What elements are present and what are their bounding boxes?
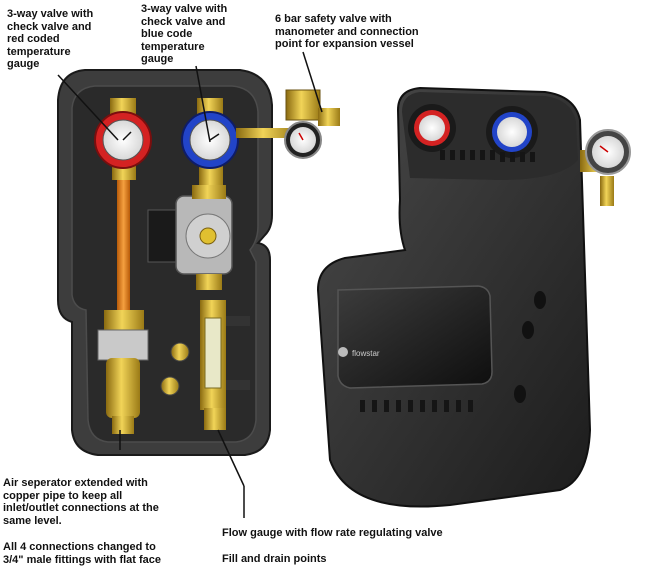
leader-red-valve xyxy=(57,74,119,141)
copper-pipe xyxy=(117,160,130,310)
display-window xyxy=(337,285,493,389)
vent-slots xyxy=(360,150,535,412)
label-safety-valve: 6 bar safety valve with manometer and co… xyxy=(275,13,419,50)
label-blue-valve: 3-way valve with check valve and blue co… xyxy=(141,3,228,65)
red-valve xyxy=(94,98,152,180)
leader-safety-valve xyxy=(302,51,323,113)
label-air-separator: Air seperator extended with copper pipe … xyxy=(3,477,159,527)
label-flow-gauge: Flow gauge with flow rate regulating val… xyxy=(222,527,443,539)
air-separator xyxy=(97,310,149,434)
brand-text: flowstar xyxy=(352,349,380,358)
flow-gauge xyxy=(200,300,250,430)
leader-flow-gauge xyxy=(217,429,245,487)
connection-pipe xyxy=(236,128,296,138)
brand-logo-icon xyxy=(338,347,348,357)
fill-drain-points xyxy=(160,342,190,396)
label-red-valve: 3-way valve with check valve and red cod… xyxy=(7,8,94,70)
safety-valve xyxy=(284,89,340,159)
leader-blue-valve xyxy=(195,65,211,143)
label-fill-drain: Fill and drain points xyxy=(222,553,327,565)
label-connections: All 4 connections changed to 3/4" male f… xyxy=(3,541,162,566)
closed-housing: flowstar xyxy=(316,86,631,508)
circulation-pump xyxy=(147,185,233,290)
leader-lines xyxy=(57,51,323,518)
